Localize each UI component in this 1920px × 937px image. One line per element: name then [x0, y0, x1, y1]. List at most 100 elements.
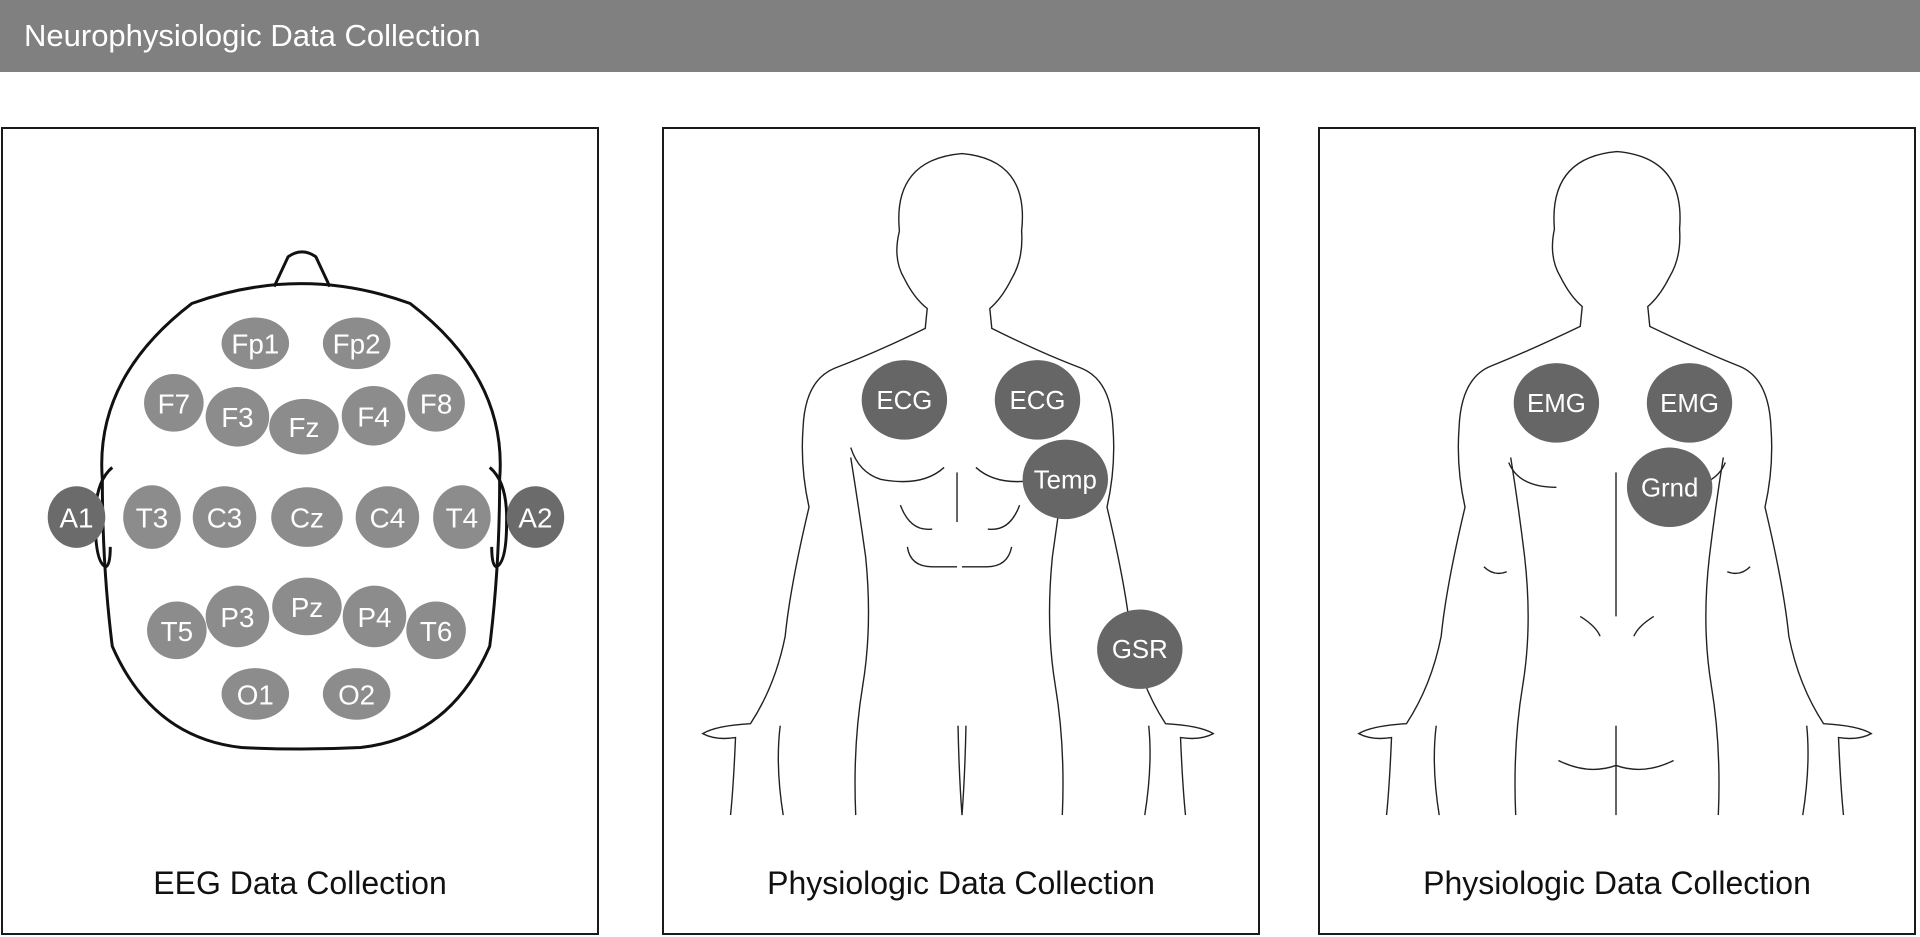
sensor-grnd-3-label: Grnd: [1641, 474, 1698, 502]
sensor-emg-2-marker: [1646, 363, 1733, 443]
sensor-temp-3: Temp: [1022, 439, 1109, 520]
sensor-emg-1: EMG: [1513, 363, 1600, 443]
electrode-cz: Cz: [271, 487, 343, 547]
electrode-t3-label: T3: [136, 503, 168, 534]
back-body-panel: EMG EMG Grnd Physiologic Data Collection: [1318, 127, 1916, 935]
electrode-c4-label: C4: [370, 503, 406, 534]
electrode-c3: C3: [192, 486, 257, 548]
electrode-fp2-label: Fp2: [333, 329, 381, 360]
sensor-temp-3-label: Temp: [1034, 466, 1097, 494]
electrode-t3-marker: [123, 485, 181, 549]
electrode-a1: A1: [47, 486, 106, 548]
sensor-ecg-1-marker: [861, 360, 948, 440]
front-caption: Physiologic Data Collection: [767, 865, 1155, 901]
electrode-p3: P3: [205, 585, 270, 648]
sensor-ecg-2-label: ECG: [1010, 387, 1066, 415]
sensor-gsr-4-label: GSR: [1112, 636, 1168, 664]
electrode-p3-label: P3: [220, 602, 254, 633]
electrode-a1-marker: [47, 486, 106, 548]
electrode-o2: O2: [322, 668, 391, 720]
electrode-pz-label: Pz: [291, 592, 323, 623]
electrode-f8-label: F8: [420, 388, 452, 419]
back-body-outline: [1357, 150, 1873, 816]
sensor-ecg-1: ECG: [861, 360, 948, 440]
back-caption: Physiologic Data Collection: [1423, 865, 1811, 901]
electrode-fz-marker: [269, 398, 339, 455]
electrode-t4-label: T4: [446, 503, 478, 534]
electrode-c3-label: C3: [207, 503, 243, 534]
electrode-f8-marker: [407, 374, 465, 432]
sensor-grnd-3: Grnd: [1626, 447, 1713, 528]
electrode-f3-label: F3: [221, 402, 253, 433]
electrode-t6-label: T6: [420, 616, 452, 647]
electrode-o2-marker: [322, 668, 391, 720]
electrode-t4-marker: [433, 485, 491, 549]
page-title: Neurophysiologic Data Collection: [24, 18, 481, 53]
electrode-o1-label: O1: [237, 679, 274, 710]
electrode-f7-label: F7: [158, 388, 190, 419]
electrode-a2-marker: [506, 486, 565, 548]
head-outline: [93, 250, 509, 751]
electrode-f3: F3: [205, 386, 270, 447]
electrode-t6-marker: [406, 601, 466, 660]
sensor-ecg-1-label: ECG: [876, 387, 932, 415]
electrode-cz-marker: [271, 487, 343, 547]
electrode-fz-label: Fz: [289, 412, 320, 443]
electrode-f3-marker: [205, 386, 270, 447]
electrode-c4-marker: [355, 486, 420, 548]
electrode-f4-label: F4: [357, 401, 389, 432]
sensor-temp-3-marker: [1022, 439, 1109, 520]
electrode-fp1-label: Fp1: [231, 329, 279, 360]
eeg-caption: EEG Data Collection: [153, 865, 447, 901]
electrode-t5-marker: [147, 601, 207, 660]
electrode-fz: Fz: [269, 398, 339, 455]
front-body-outline: [701, 152, 1215, 816]
electrode-fp1-marker: [221, 317, 290, 370]
sensor-emg-2-label: EMG: [1660, 390, 1719, 418]
electrode-t5: T5: [147, 601, 207, 660]
sensor-emg-1-marker: [1513, 363, 1600, 443]
electrode-fp2-marker: [322, 317, 391, 370]
sensor-ecg-2-marker: [994, 360, 1081, 440]
back-sensor-group: EMG EMG Grnd: [1513, 363, 1733, 528]
electrode-o2-label: O2: [338, 679, 375, 710]
electrode-f7: F7: [144, 374, 204, 432]
sensor-gsr-4: GSR: [1097, 609, 1183, 689]
electrode-cz-label: Cz: [290, 503, 324, 534]
sensor-grnd-3-marker: [1626, 447, 1713, 528]
sensor-emg-1-label: EMG: [1527, 390, 1586, 418]
electrode-c3-marker: [192, 486, 257, 548]
electrode-t6: T6: [406, 601, 466, 660]
electrode-p4-label: P4: [357, 602, 391, 633]
electrode-f4: F4: [341, 385, 406, 446]
electrode-a2: A2: [506, 486, 565, 548]
electrode-f7-marker: [144, 374, 204, 432]
electrode-o1-marker: [221, 668, 290, 720]
electrode-c4: C4: [355, 486, 420, 548]
electrode-p4-marker: [342, 585, 407, 648]
electrode-p4: P4: [342, 585, 407, 648]
electrode-t3: T3: [123, 485, 181, 549]
electrode-a2-label: A2: [518, 503, 552, 534]
electrode-fp1: Fp1: [221, 317, 290, 370]
electrode-fp2: Fp2: [322, 317, 391, 370]
electrode-a1-label: A1: [60, 503, 94, 534]
back-body-diagram: EMG EMG Grnd: [1357, 150, 1873, 816]
electrode-o1: O1: [221, 668, 290, 720]
electrode-pz: Pz: [272, 577, 342, 636]
electrode-f8: F8: [407, 374, 465, 432]
header-bar: Neurophysiologic Data Collection: [0, 0, 1920, 72]
sensor-gsr-4-marker: [1097, 609, 1183, 689]
sensor-emg-2: EMG: [1646, 363, 1733, 443]
electrode-pz-marker: [272, 577, 342, 636]
electrode-t5-label: T5: [161, 616, 193, 647]
electrode-t4: T4: [433, 485, 491, 549]
electrode-p3-marker: [205, 585, 270, 648]
sensor-ecg-2: ECG: [994, 360, 1081, 440]
